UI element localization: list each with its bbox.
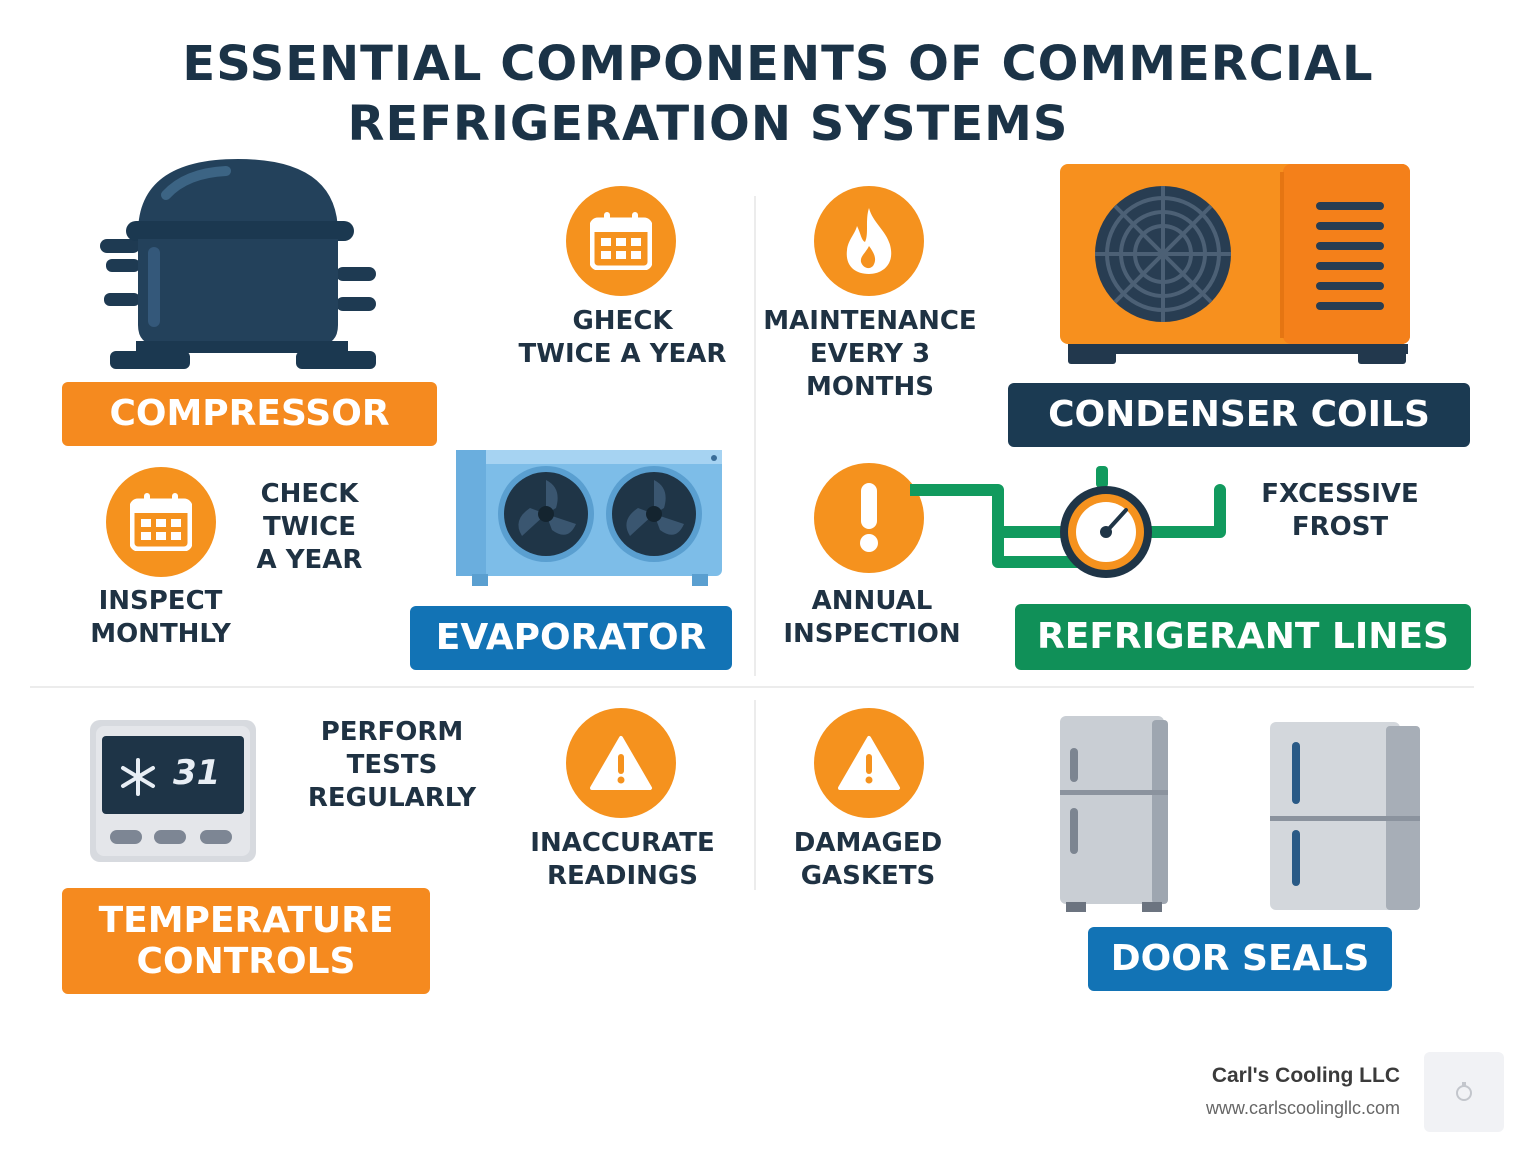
condenser-coils-label: CONDENSER COILS	[1008, 383, 1470, 447]
inaccurate-readings-note: INACCURATE READINGS	[530, 828, 715, 891]
divider-vertical-top	[754, 196, 756, 676]
damaged-gaskets-note: DAMAGED GASKETS	[793, 828, 943, 891]
divider-horizontal	[30, 686, 1474, 688]
evaporator-label: EVAPORATOR	[410, 606, 732, 670]
evaporator-illustration	[456, 450, 722, 586]
flame-icon	[814, 186, 924, 296]
calendar-icon	[106, 467, 216, 577]
brand-logo	[1424, 1052, 1504, 1132]
excessive-frost-note: FXCESSIVE FROST	[1261, 479, 1419, 542]
calendar-icon	[566, 186, 676, 296]
brand-name: Carl's Cooling LLC	[1211, 1064, 1400, 1087]
thermostat-readout: 31	[173, 753, 221, 793]
thermostat-illustration	[90, 720, 256, 862]
compressor-label: COMPRESSOR	[62, 382, 437, 446]
brand-url: www.carlscoolingllc.com	[1205, 1098, 1400, 1118]
snowflake-icon	[121, 758, 155, 796]
condenser-illustration	[1060, 164, 1410, 364]
compressor-illustration	[100, 159, 376, 369]
inspect-monthly-note: INSPECT MONTHLY	[90, 586, 231, 649]
annual-inspection-note: ANNUAL INSPECTION	[783, 586, 961, 649]
refrigerant-lines-label: REFRIGERANT LINES	[1015, 604, 1471, 670]
pressure-gauge-icon	[910, 466, 1226, 578]
maintenance-note: MAINTENANCE EVERY 3 MONTHS	[763, 306, 977, 402]
check-twice-note-left: CHECK TWICE A YEAR	[256, 479, 363, 575]
warning-triangle-icon	[814, 708, 924, 818]
check-twice-note-top: GHECK TWICE A YEAR	[518, 306, 727, 369]
title-line-1: ESSENTIAL COMPONENTS OF COMMERCIAL	[182, 36, 1374, 92]
warning-triangle-icon	[566, 708, 676, 818]
title-line-2: REFRIGERATION SYSTEMS	[347, 96, 1069, 152]
perform-tests-note: PERFORM TESTS REGULARLY	[307, 717, 477, 813]
door-seals-label: DOOR SEALS	[1088, 927, 1392, 991]
temperature-controls-label: TEMPERATURE CONTROLS	[62, 888, 430, 994]
refrigerators-illustration	[1060, 716, 1420, 912]
exclamation-icon	[814, 463, 924, 573]
divider-vertical-bottom	[754, 700, 756, 890]
